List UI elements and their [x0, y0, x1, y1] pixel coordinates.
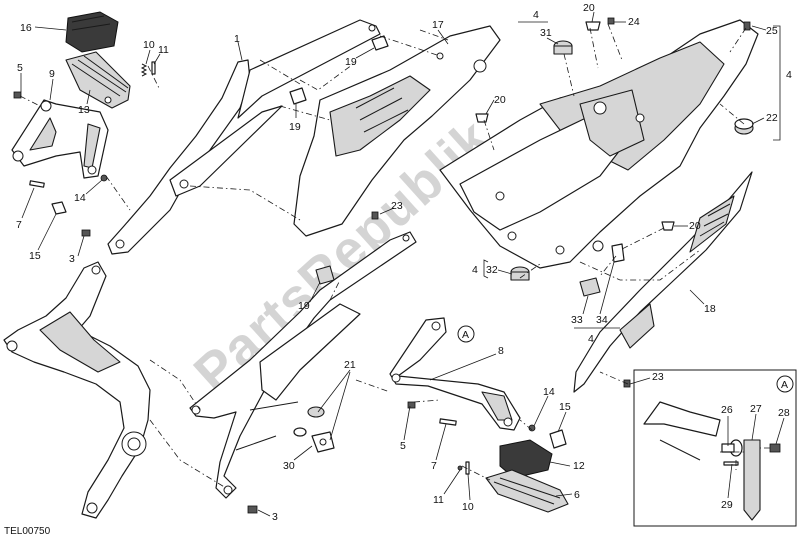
rear-subframe-part — [107, 19, 381, 255]
pin-part — [151, 61, 156, 75]
callout-14-low: 14 — [543, 386, 555, 398]
callout-20-mid: 20 — [494, 94, 506, 106]
callout-27: 27 — [750, 403, 762, 415]
callout-31: 31 — [540, 27, 552, 39]
screw-25-part — [743, 21, 751, 31]
callout-15-low: 15 — [559, 401, 571, 413]
spring-11b-part — [457, 465, 463, 471]
callout-10: 10 — [143, 39, 155, 51]
plug-22-part — [734, 118, 754, 135]
clip-15-part — [51, 201, 67, 215]
callout-11-low: 11 — [433, 494, 444, 506]
callout-28: 28 — [778, 407, 790, 419]
bolt-20c-part — [661, 221, 675, 231]
pin-7b-part — [439, 418, 457, 426]
callout-18: 18 — [704, 303, 716, 315]
detail-a-marker-main-text: A — [462, 329, 469, 341]
detail-a-marker-main: A — [457, 325, 475, 343]
detail-a-box — [633, 369, 797, 527]
screw-23a-part — [371, 211, 379, 220]
callout-34: 34 — [596, 314, 608, 326]
callout-3: 3 — [69, 253, 75, 265]
callout-23-low: 23 — [652, 371, 664, 383]
seat-tray-assembly-part — [439, 19, 759, 269]
callout-23-mid: 23 — [391, 200, 403, 212]
callout-6: 6 — [574, 489, 580, 501]
bolt-20b-part — [475, 113, 489, 123]
grommet-32-part — [510, 266, 530, 281]
bolt-3a-part — [81, 229, 91, 237]
passenger-frame-part — [3, 261, 151, 519]
callout-19-low: 19 — [298, 300, 310, 312]
bolt-3b-part — [247, 505, 258, 514]
callout-4-low: 4 — [588, 333, 594, 345]
assembly-lines — [19, 23, 770, 489]
grommet-31-part — [553, 40, 573, 55]
clip-19b-part — [289, 87, 307, 105]
callout-14: 14 — [74, 192, 86, 204]
callout-4-right: 4 — [786, 69, 792, 81]
detail-a-marker-box: A — [776, 375, 794, 393]
side-cover-part — [573, 171, 753, 393]
callout-22: 22 — [766, 112, 778, 124]
callout-26: 26 — [721, 404, 733, 416]
clip-33-part — [579, 277, 601, 297]
clip-19a-part — [371, 35, 389, 51]
callout-20-right: 20 — [689, 220, 701, 232]
callout-24: 24 — [628, 16, 640, 28]
detail-a-marker-box-text: A — [781, 379, 788, 391]
pin-7-part — [29, 180, 45, 188]
bolt-20a-part — [585, 21, 601, 31]
callout-1: 1 — [234, 33, 240, 45]
clamp-30-part — [311, 431, 335, 453]
callout-7-low: 7 — [431, 460, 437, 472]
footpeg-part — [65, 51, 131, 109]
callout-16: 16 — [20, 22, 32, 34]
inner-tray-part — [293, 25, 501, 237]
leader-lines — [20, 11, 785, 517]
callout-33: 33 — [571, 314, 583, 326]
callout-19-mid: 19 — [289, 121, 301, 133]
callout-labels: 16 5 9 10 11 13 1 14 7 15 3 17 19 19 4 3… — [16, 2, 792, 523]
clip-15b-part — [549, 429, 567, 449]
passenger-footpeg-rubber-part — [499, 439, 553, 479]
clamp-21-part — [293, 406, 325, 437]
callout-20-top: 20 — [583, 2, 595, 14]
callout-30: 30 — [283, 460, 295, 472]
callout-19-top: 19 — [345, 56, 357, 68]
passenger-footpeg-part — [485, 469, 569, 513]
callout-25: 25 — [766, 25, 778, 37]
callout-4-top: 4 — [533, 9, 539, 21]
callout-11: 11 — [158, 44, 169, 56]
callout-21: 21 — [344, 359, 356, 371]
callout-9: 9 — [49, 68, 55, 80]
footpeg-rubber-part — [65, 11, 119, 53]
callout-8: 8 — [498, 345, 504, 357]
callout-15: 15 — [29, 250, 41, 262]
bolt-5-part — [13, 91, 22, 99]
bolt-5b-part — [407, 401, 416, 409]
callout-12: 12 — [573, 460, 585, 472]
callout-5-low: 5 — [400, 440, 406, 452]
callout-13: 13 — [78, 104, 90, 116]
passenger-peg-bracket-part — [389, 317, 521, 431]
callout-10-low: 10 — [462, 501, 474, 513]
footpeg-bracket-part — [11, 99, 109, 179]
callout-7: 7 — [16, 219, 22, 231]
lower-subframe-part — [189, 231, 417, 499]
spring-part — [140, 63, 148, 77]
bolt-24-part — [607, 17, 615, 25]
callout-4-mid: 4 — [472, 264, 478, 276]
callout-3-low: 3 — [272, 511, 278, 523]
callout-29: 29 — [721, 499, 733, 511]
callout-5: 5 — [17, 62, 23, 74]
diagram-reference-code: TEL00750 — [4, 526, 51, 537]
clip-19c-part — [315, 265, 335, 285]
callout-32: 32 — [486, 264, 498, 276]
callout-17: 17 — [432, 19, 444, 31]
